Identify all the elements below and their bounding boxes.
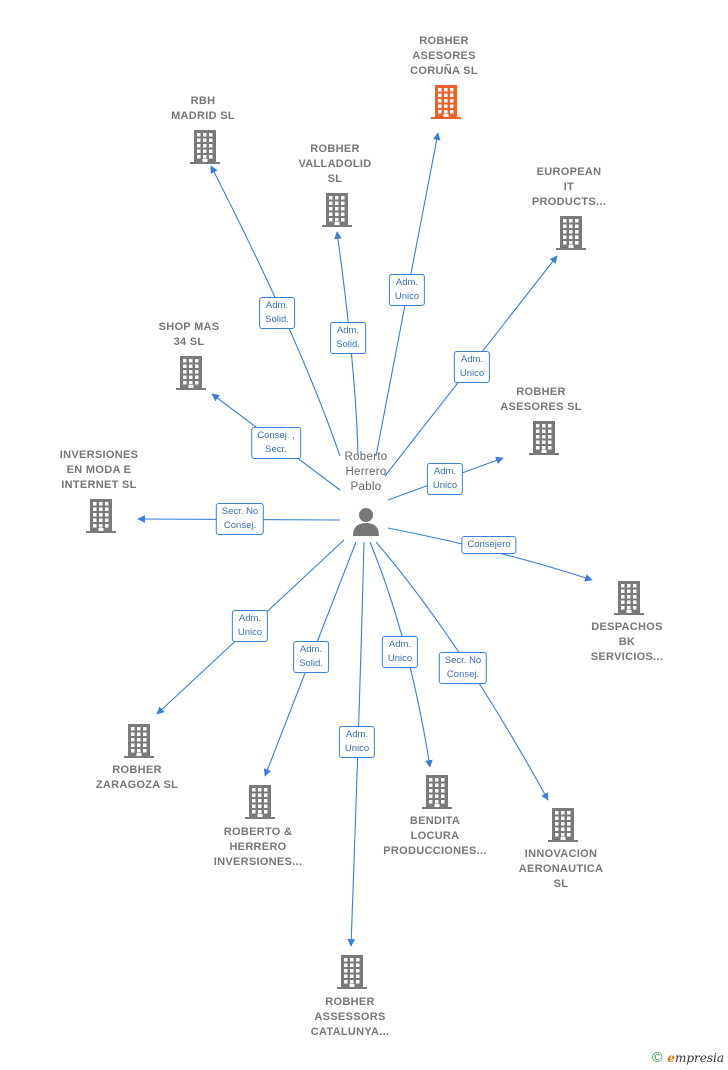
- company-label-asesores[interactable]: ROBHER ASESORES SL: [500, 386, 582, 413]
- company-label-european[interactable]: EUROPEAN IT PRODUCTS...: [531, 166, 607, 208]
- edge-label-asesores: Adm. Unico: [426, 463, 464, 495]
- edge-label-despachos: Consejero: [461, 536, 517, 554]
- edge-label-shop: Consej. , Secr.: [251, 427, 301, 459]
- building-icon: [337, 955, 367, 989]
- company-label-bendita[interactable]: BENDITA LOCURA PRODUCCIONES...: [383, 815, 487, 857]
- building-icon: [529, 421, 559, 455]
- company-label-zaragoza[interactable]: ROBHER ZARAGOZA SL: [95, 764, 179, 791]
- building-icon: [322, 193, 352, 227]
- building-icon: [190, 130, 220, 164]
- edge-label-valladolid: Adm. Solid.: [330, 322, 366, 354]
- building-icon: [245, 785, 275, 819]
- edge-label-bendita: Adm. Unico: [381, 636, 419, 668]
- company-label-valladolid[interactable]: ROBHER VALLADOLID SL: [298, 143, 372, 185]
- building-icon: [86, 499, 116, 533]
- edge-label-zaragoza: Adm. Unico: [231, 610, 269, 642]
- edge-label-coruna: Adm. Unico: [388, 274, 426, 306]
- brand-logo: ©empresia: [650, 1050, 724, 1066]
- edge-label-rbh: Adm. Solid.: [259, 297, 295, 329]
- edge-label-inversiones: Secr. No Consej.: [215, 503, 265, 535]
- person-label[interactable]: Roberto Herrero Pablo: [344, 451, 388, 493]
- edge-label-innovacion: Secr. No Consej.: [438, 652, 488, 684]
- edge-line-catalunya: [347, 541, 365, 947]
- company-label-catalunya[interactable]: ROBHER ASSESSORS CATALUNYA...: [310, 996, 390, 1038]
- building-icon: [556, 216, 586, 250]
- company-label-shop[interactable]: SHOP MAS 34 SL: [158, 321, 220, 348]
- building-icon: [548, 808, 578, 842]
- company-label-innovacion[interactable]: INNOVACION AERONAUTICA SL: [518, 848, 604, 890]
- copyright-icon: ©: [650, 1050, 665, 1066]
- company-label-roberto[interactable]: ROBERTO & HERRERO INVERSIONES...: [213, 826, 303, 868]
- edge-line-valladolid: [334, 231, 359, 457]
- person-icon: [353, 508, 379, 536]
- building-icon: [124, 724, 154, 758]
- edge-label-catalunya: Adm. Unico: [338, 726, 376, 758]
- edge-label-european: Adm. Unico: [453, 351, 491, 383]
- company-label-rbh[interactable]: RBH MADRID SL: [171, 95, 235, 122]
- building-icon: [422, 775, 452, 809]
- company-label-despachos[interactable]: DESPACHOS BK SERVICIOS...: [590, 621, 664, 663]
- building-icon: [176, 356, 206, 390]
- building-icon: [431, 85, 461, 119]
- edge-label-roberto: Adm. Solid.: [293, 641, 329, 673]
- building-icon: [614, 581, 644, 615]
- company-label-inversiones[interactable]: INVERSIONES EN MODA E INTERNET SL: [59, 449, 139, 491]
- company-label-coruna[interactable]: ROBHER ASESORES CORUÑA SL: [410, 35, 478, 77]
